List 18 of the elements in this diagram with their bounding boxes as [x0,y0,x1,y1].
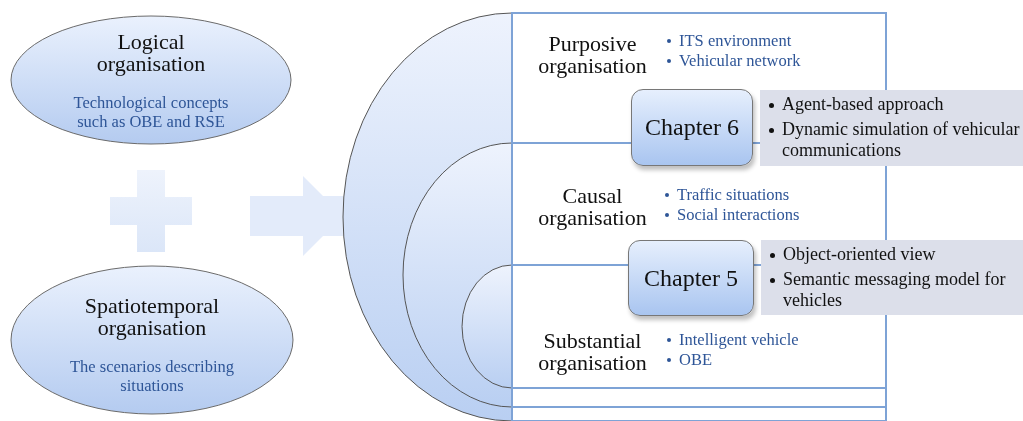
bullet-item: Social interactions [663,205,800,224]
layer-title: Purposive organisation [537,33,648,77]
ellipse-title: Spatiotemporal organisation [83,295,221,339]
bullet-item: Dynamic simulation of vehicular communications [764,119,1021,161]
block-arrow [250,176,343,256]
bullet-item: Object-oriented view [765,244,1021,265]
bullet-item: Vehicular network [665,51,801,70]
ellipse-title: Logical organisation [95,31,207,75]
layer-title: Substantial organisation [537,330,648,374]
layer-title: Causal organisation [537,185,648,229]
bullet-item: Agent-based approach [764,94,1021,115]
bullet-item: Traffic situations [663,185,790,204]
bullet-item: Semantic messaging model for vehicles [765,269,1021,311]
ellipse-description: The scenarios describing situations [69,357,235,395]
bullet-item: OBE [665,350,712,369]
bullet-item: ITS environment [665,31,792,50]
bullet-item: Intelligent vehicle [665,330,799,349]
ellipse-description: Technological concepts such as OBE and RSE [72,93,230,131]
